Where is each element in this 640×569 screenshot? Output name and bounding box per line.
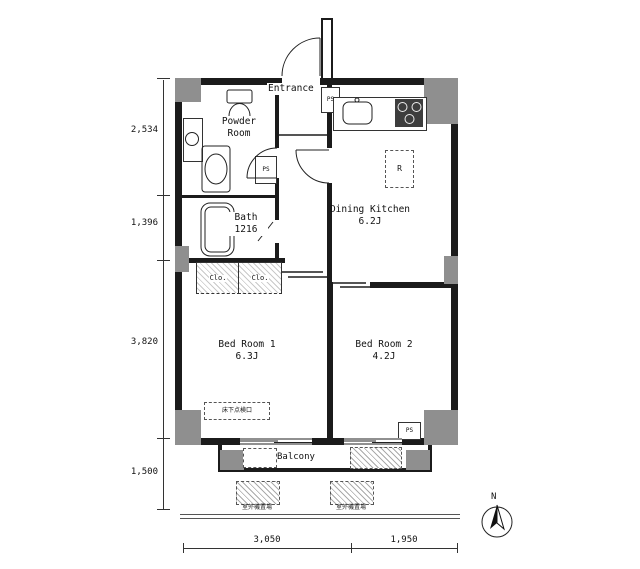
genkan-step-line <box>279 134 327 136</box>
corridor-wall-line-1 <box>321 18 323 78</box>
entrance-door-arc <box>281 37 321 77</box>
pillar-bottom-right <box>424 410 458 445</box>
wall-powder-hall-upper <box>275 85 279 148</box>
outdoor-unit-left-label: 室外機置場 <box>241 504 272 511</box>
washing-machine-box <box>183 118 203 162</box>
outdoor-unit-right-label: 室外機置場 <box>335 504 366 511</box>
pillar-mid-right <box>444 256 458 284</box>
dim-tick-l2 <box>157 195 170 196</box>
boundary-line-1 <box>180 514 460 515</box>
closet-left: Clo. <box>196 262 240 294</box>
dining-kitchen-label: Dining Kitchen 6.2J <box>318 204 422 228</box>
pipe-space-powder-label: PS <box>262 166 270 173</box>
wall-hall-dk-lower <box>327 183 332 282</box>
boundary-line-2 <box>180 518 460 519</box>
corridor-wall-cap <box>321 18 333 20</box>
pillar-balcony-right <box>406 450 430 470</box>
dim-left-4: 1,500 <box>130 467 158 477</box>
dimension-line-left <box>163 80 164 510</box>
wall-top-right <box>320 78 458 85</box>
dim-tick-l1 <box>157 78 170 79</box>
powder-room-label: Powder Room <box>212 116 266 140</box>
balcony-label: Balcony <box>277 452 315 462</box>
wall-powder-hall-lower <box>275 178 279 198</box>
pillar-top-left <box>175 78 201 102</box>
bed1-sliding-door-leaf <box>288 276 327 278</box>
wall-dk-bed2 <box>370 282 451 288</box>
dim-tick-b3 <box>457 543 458 553</box>
dim-tick-l3 <box>157 260 170 261</box>
bed-room-1-size: 6.3J <box>235 350 259 362</box>
balcony-wall-bottom <box>218 468 432 472</box>
refrigerator-label: R <box>397 164 402 173</box>
dim-left-3: 3,820 <box>130 337 158 347</box>
pipe-space-bed2-label: PS <box>405 427 414 434</box>
balcony-equipment-right <box>350 447 402 469</box>
bed1-sliding-door <box>281 271 323 273</box>
outdoor-unit-left-box <box>236 481 280 505</box>
bed-room-1-label: Bed Room 1 6.3J <box>195 339 299 363</box>
north-label: N <box>491 492 497 502</box>
dim-bottom-2: 1,950 <box>390 535 418 545</box>
pipe-space-powder-box: PS <box>255 156 277 184</box>
bed-room-2-label: Bed Room 2 4.2J <box>332 339 436 363</box>
bath-label: Bath 1216 <box>224 212 268 236</box>
dim-left-1: 2,534 <box>130 125 158 135</box>
outdoor-unit-right-box <box>330 481 374 505</box>
dim-tick-l4 <box>157 438 170 439</box>
compass-rose <box>481 504 513 538</box>
dim-left-2: 1,396 <box>130 218 158 228</box>
dim-tick-b2 <box>351 543 352 553</box>
pillar-bottom-left <box>175 410 201 445</box>
dimension-line-bottom <box>183 548 458 549</box>
dining-kitchen-name: Dining Kitchen <box>329 204 411 215</box>
closet-left-label: Clo. <box>208 273 228 282</box>
balcony-wall-right <box>428 445 432 472</box>
pillar-top-right <box>424 78 458 124</box>
dk-door-arc <box>295 149 330 184</box>
dim-tick-l5 <box>157 509 170 510</box>
dining-kitchen-size: 6.2J <box>358 215 382 227</box>
wall-bath-bottom <box>182 258 285 263</box>
bed-room-2-size: 4.2J <box>372 350 396 362</box>
wall-bath-hall-upper <box>275 198 279 220</box>
corridor-wall-line-2 <box>331 18 333 78</box>
wall-bedroom-divider <box>327 282 333 438</box>
pillar-mid-left <box>175 246 189 272</box>
kitchen-counter <box>333 97 427 131</box>
wall-bottom <box>175 438 458 445</box>
bed2-sliding-door <box>333 282 366 284</box>
wall-bath-hall-lower <box>275 243 279 260</box>
wall-powder-bath <box>182 195 275 198</box>
bath-name: Bath <box>224 212 268 224</box>
pillar-balcony-left <box>220 450 244 470</box>
bath-size: 1216 <box>224 223 268 236</box>
dim-tick-b1 <box>183 543 184 553</box>
wall-top-left <box>175 78 282 85</box>
washbasin-icon <box>201 145 231 193</box>
refrigerator-box: R <box>385 150 414 188</box>
bed2-sliding-door-leaf <box>340 286 370 288</box>
pipe-space-bed2-box: PS <box>398 422 421 440</box>
floor-hatch-label: 床下点検口 <box>221 407 252 414</box>
closet-right-label: Clo. <box>250 273 270 282</box>
bed-room-1-name: Bed Room 1 <box>218 339 276 350</box>
wall-hall-dk-upper <box>327 85 332 148</box>
closet-right: Clo. <box>238 262 282 294</box>
floor-hatch-box: 床下点検口 <box>204 402 270 420</box>
pipe-space-entrance-label: PS <box>326 96 335 103</box>
dim-bottom-1: 3,050 <box>253 535 281 545</box>
balcony-equipment-left <box>243 448 277 468</box>
bed-room-2-name: Bed Room 2 <box>355 339 413 350</box>
entrance-label: Entrance <box>267 83 315 95</box>
